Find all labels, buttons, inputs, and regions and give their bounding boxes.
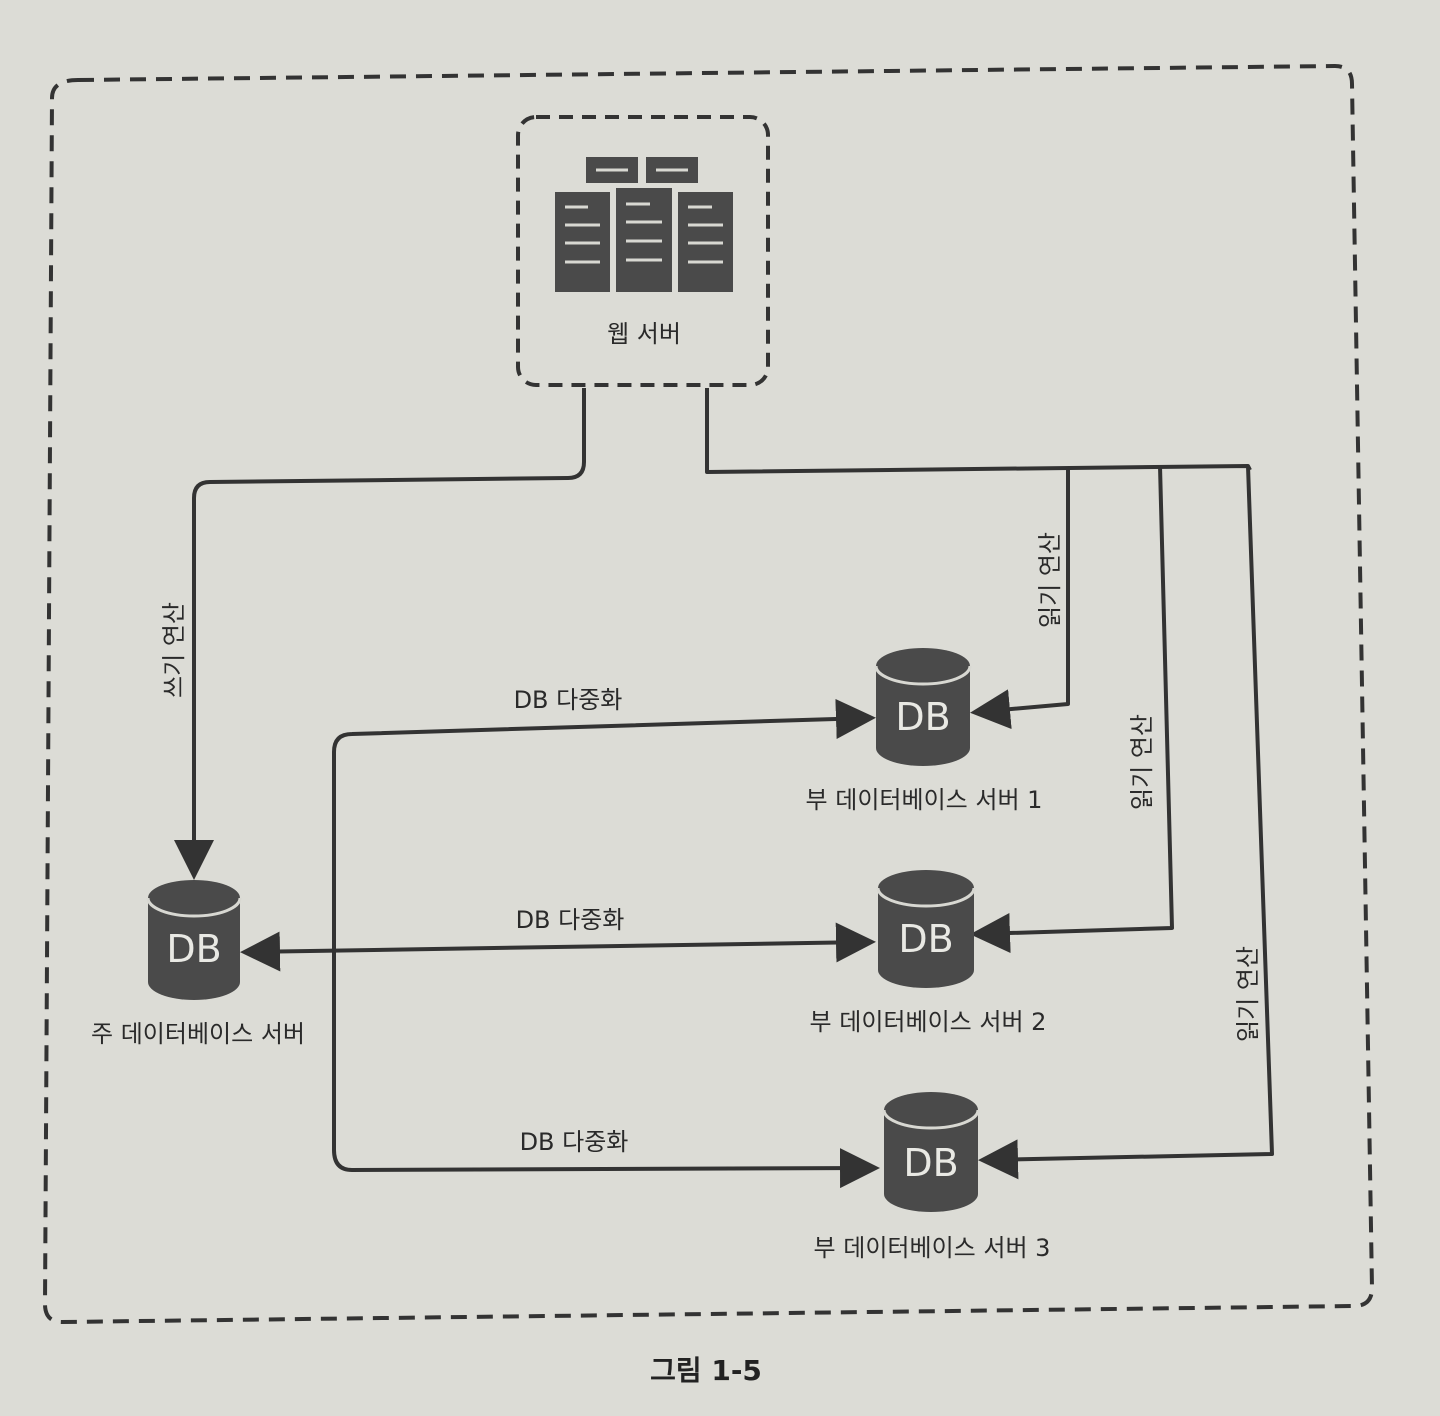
primary-db-icon: DB xyxy=(146,880,242,1000)
replica-db-1-icon-text: DB xyxy=(895,695,950,739)
replica-db-3-icon-text: DB xyxy=(903,1141,958,1185)
primary-db-icon-text: DB xyxy=(166,927,221,971)
figure-caption: 그림 1-5 xyxy=(650,1354,762,1387)
replication-edge-3 xyxy=(332,1148,880,1189)
read-edge-3 xyxy=(978,465,1274,1180)
replica-db-1-label: 부 데이터베이스 서버 1 xyxy=(806,786,1043,814)
replica-db-2-label: 부 데이터베이스 서버 2 xyxy=(810,1008,1047,1036)
web-server-box xyxy=(516,115,770,387)
read-edge-1 xyxy=(970,468,1070,730)
web-server-label: 웹 서버 xyxy=(607,320,681,348)
replica-db-3-icon: DB xyxy=(882,1092,980,1212)
replica-db-1-icon: DB xyxy=(874,648,972,766)
server-rack-icon xyxy=(555,157,733,292)
write-edge xyxy=(174,388,586,880)
read-edge-1-label: 읽기 연산 xyxy=(1036,532,1064,628)
replication-edge-1-label: DB 다중화 xyxy=(514,686,623,714)
primary-db-label: 주 데이터베이스 서버 xyxy=(91,1020,305,1048)
read-edge-3-label: 읽기 연산 xyxy=(1234,946,1262,1042)
outer-boundary xyxy=(42,63,1375,1325)
replication-edge-3-label: DB 다중화 xyxy=(520,1128,629,1156)
replication-edge-1 xyxy=(332,699,876,1150)
read-edge-trunk xyxy=(705,388,1252,474)
replica-db-3-label: 부 데이터베이스 서버 3 xyxy=(814,1234,1051,1262)
replica-db-2-icon-text: DB xyxy=(898,917,953,961)
replication-edge-2 xyxy=(240,922,876,972)
read-edge-2-label: 읽기 연산 xyxy=(1128,714,1156,810)
replica-db-2-icon: DB xyxy=(876,870,976,988)
replication-edge-2-label: DB 다중화 xyxy=(516,906,625,934)
write-edge-label: 쓰기 연산 xyxy=(160,602,188,698)
read-edge-2 xyxy=(970,465,1174,954)
